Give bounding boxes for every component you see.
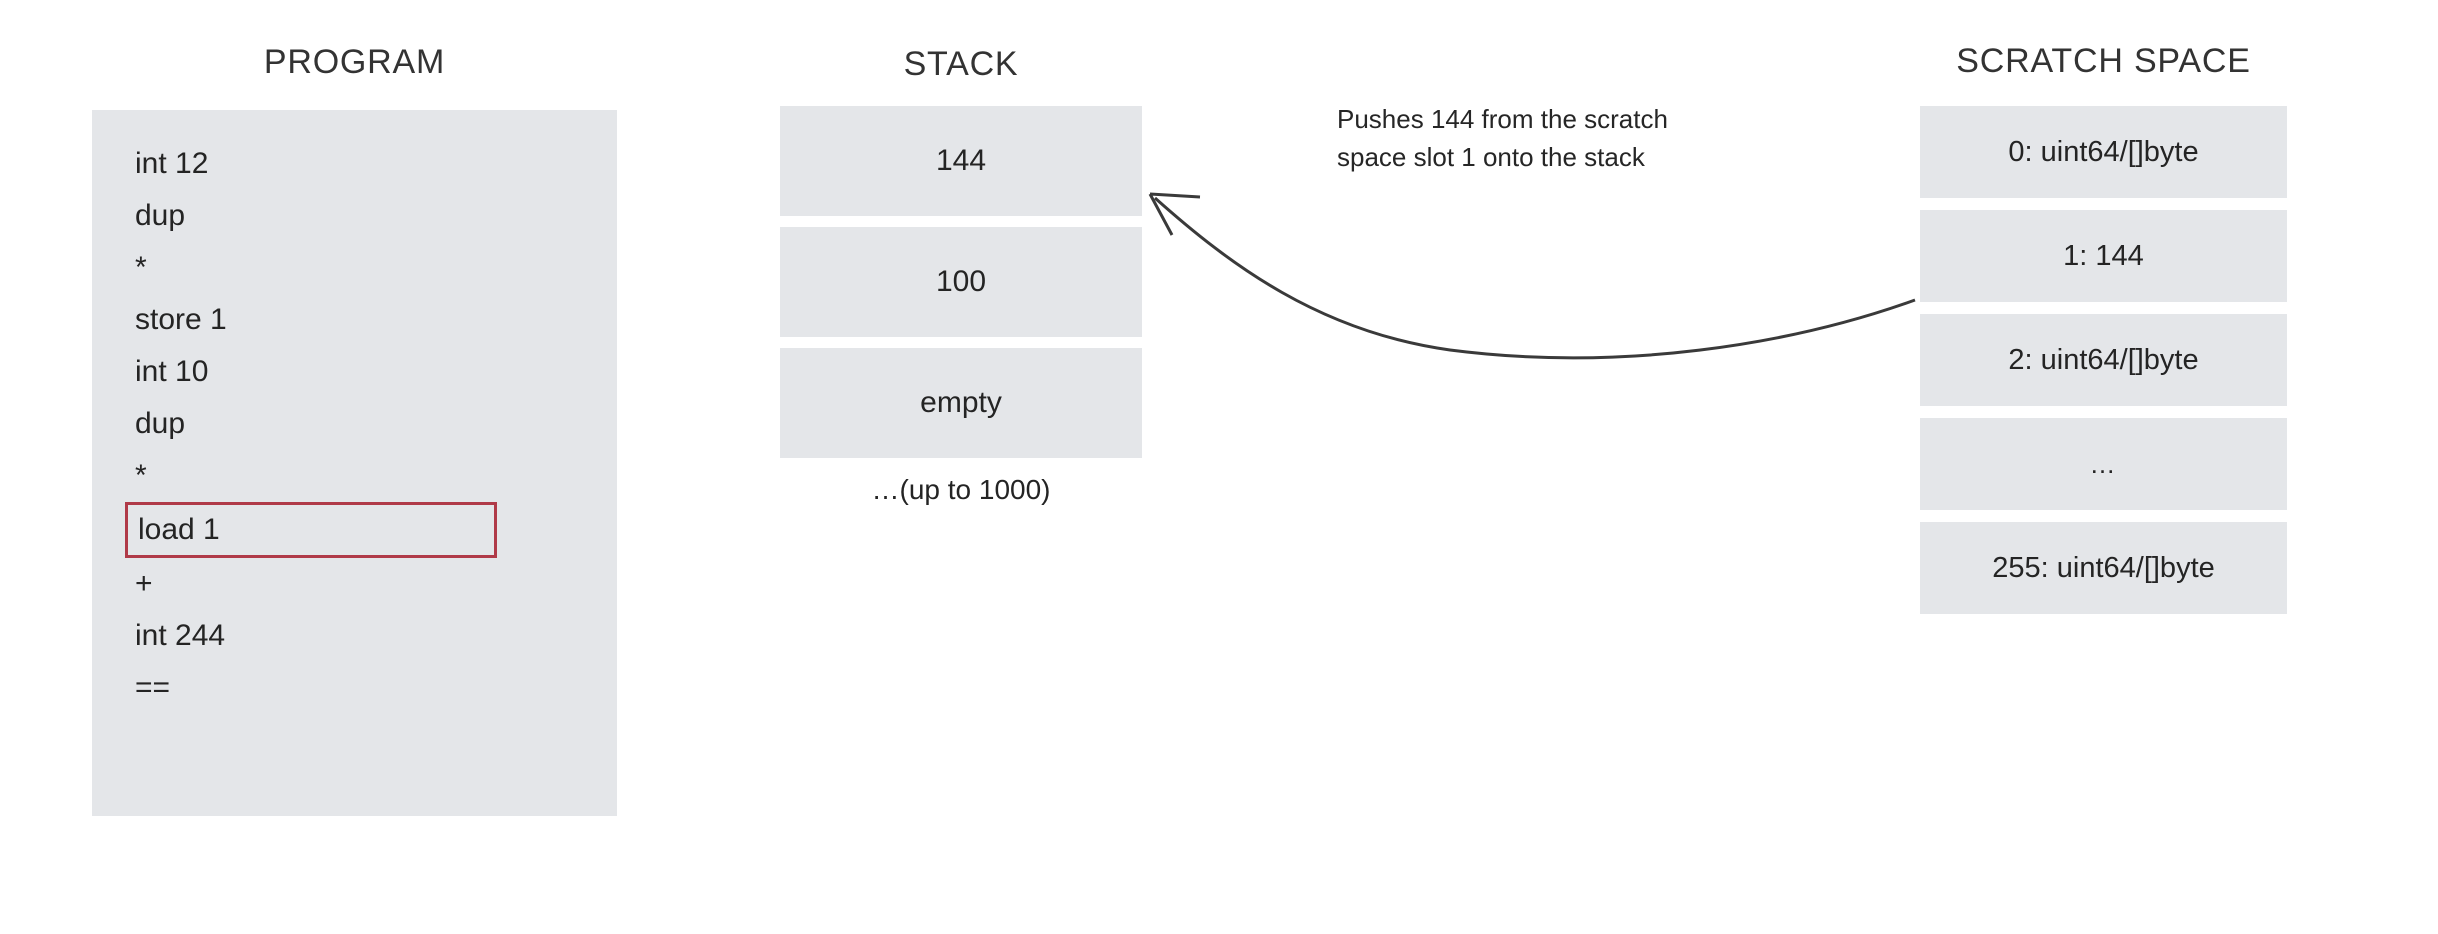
scratch-slot-ellipsis: …: [1920, 418, 2287, 510]
scratch-to-stack-arrow-curve: [1154, 196, 1916, 360]
annotation-label: Pushes 144 from the scratch space slot 1…: [1337, 100, 1777, 176]
scratch-slot-1: 1: 144: [1920, 210, 2287, 302]
scratch-space-column-heading: SCRATCH SPACE: [1956, 42, 2251, 80]
program-instruction-row: int 244: [135, 619, 226, 652]
program-instruction-row: int 12: [135, 147, 209, 180]
stack-column-heading: STACK: [903, 45, 1019, 83]
program-instruction-row: ==: [135, 671, 171, 704]
program-instruction-row: dup: [135, 199, 186, 232]
scratch-slot-255: 255: uint64/[]byte: [1920, 522, 2287, 614]
stack-capacity-note: …(up to 1000): [871, 474, 1051, 505]
program-instruction-list: int 12 dup * store 1 int 10 dup * load 1…: [125, 138, 607, 714]
arrowhead-icon: [1148, 192, 1201, 236]
program-instruction-row: int 10: [135, 355, 209, 388]
stack-cell: 100: [780, 227, 1142, 337]
program-instruction-row: +: [135, 567, 153, 600]
program-instruction-row: *: [135, 251, 147, 284]
annotation-line-1: Pushes 144 from the scratch: [1337, 104, 1668, 134]
stack-cell-top: 144: [780, 106, 1142, 216]
scratch-slot-0: 0: uint64/[]byte: [1920, 106, 2287, 198]
scratch-slot-2: 2: uint64/[]byte: [1920, 314, 2287, 406]
program-instruction-row: store 1: [135, 303, 227, 336]
program-instruction-row: *: [135, 459, 147, 492]
program-instruction-row-highlighted: load 1: [125, 502, 497, 558]
program-column-heading: PROGRAM: [263, 43, 446, 81]
annotation-line-2: space slot 1 onto the stack: [1337, 142, 1645, 172]
program-panel: int 12 dup * store 1 int 10 dup * load 1…: [92, 110, 617, 816]
stack-column: 144 100 empty …(up to 1000): [780, 106, 1142, 506]
stack-cell-empty: empty: [780, 348, 1142, 458]
program-instruction-row: dup: [135, 407, 186, 440]
scratch-space-column: 0: uint64/[]byte 1: 144 2: uint64/[]byte…: [1920, 106, 2287, 626]
